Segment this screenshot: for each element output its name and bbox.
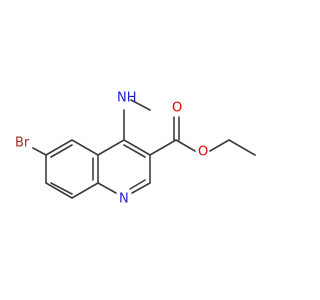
atom-bromine: Br (15, 136, 30, 151)
bond-c6-c5 (45, 139, 73, 156)
bond-c2-n1-inner (129, 179, 146, 190)
bond-c4-c3 (123, 139, 151, 156)
bond-c4-c3-inner (123, 144, 146, 158)
bond-c7-c8 (45, 182, 73, 199)
bond-c5-c6-inner (50, 144, 73, 158)
atom-oxygen-carbonyl: O (172, 101, 182, 116)
bond-c2-n1 (131, 182, 151, 194)
bond-ccarbonyl-oether (175, 139, 196, 152)
atom-oxygen-ether: O (198, 145, 208, 160)
structure-drawing: Br N NH O O (15, 91, 256, 207)
bond-c7-c8-inner (50, 182, 73, 195)
bond-n1-c8a (97, 182, 117, 194)
atom-nitrogen-ring: N (119, 192, 129, 207)
bond-c3-ccarbonyl (149, 139, 177, 156)
atom-amine: NH (117, 91, 137, 106)
bond-c4a-c5 (71, 139, 99, 156)
bond-oether-ch2 (209, 139, 230, 152)
bond-c6-br (32, 147, 47, 156)
bond-n-ch3 (130, 99, 151, 111)
bond-c4a-c4 (97, 139, 125, 156)
bond-c8-c8a (71, 182, 99, 199)
bond-ch2-ch3 (228, 139, 256, 156)
molecule-diagram: Br N NH O O (15, 90, 256, 207)
